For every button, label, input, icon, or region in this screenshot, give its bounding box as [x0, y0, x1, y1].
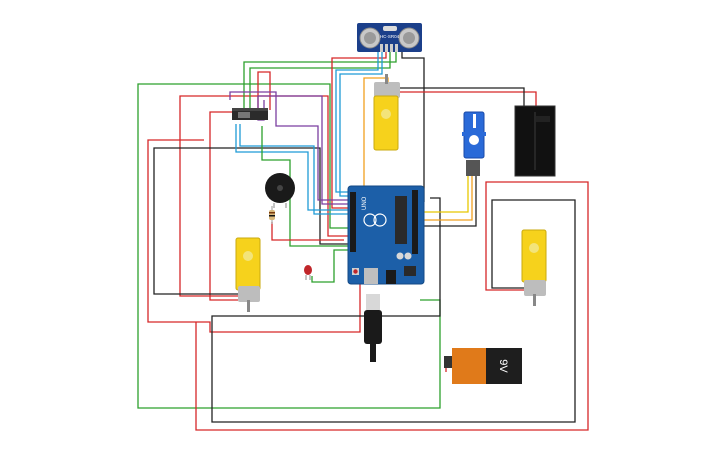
wire-black-servo[interactable]	[420, 176, 477, 227]
servo-horn[interactable]	[469, 135, 479, 145]
wire-green-top[interactable]	[243, 52, 397, 108]
motor-right-gearbox	[524, 280, 546, 296]
battery-9v-label: 9V	[497, 359, 509, 373]
motor-top-body	[373, 95, 399, 151]
wire-red-pack[interactable]	[398, 91, 537, 106]
wire-black-bottom[interactable]	[211, 197, 576, 423]
wire-purple-1[interactable]	[229, 91, 350, 201]
board-power-jack[interactable]	[386, 270, 396, 284]
switch-slider[interactable]	[238, 112, 250, 118]
wire-red-left[interactable]	[179, 95, 352, 297]
dc-motor-left[interactable]	[235, 237, 261, 312]
battery-9v-body	[486, 348, 522, 384]
ultrasonic-sensor[interactable]: HC-SR04	[357, 23, 422, 52]
dc-motor-right[interactable]	[521, 229, 547, 306]
wire-blue-3[interactable]	[335, 52, 379, 193]
board-usb-port[interactable]	[364, 268, 378, 284]
wire-black-left[interactable]	[153, 147, 350, 295]
arduino-uno-board[interactable]: UNO	[347, 185, 425, 285]
board-header-right	[412, 190, 418, 254]
motor-right-body	[521, 229, 547, 283]
wire-blue-4[interactable]	[339, 52, 383, 197]
board-mcu-chip	[395, 196, 407, 244]
resistor[interactable]	[269, 206, 275, 224]
wire-green-mid[interactable]	[261, 126, 350, 247]
wire-orange-servo[interactable]	[420, 176, 473, 221]
wire-red-top[interactable]	[257, 71, 271, 110]
board-header-left	[350, 192, 356, 252]
motor-left-body	[235, 237, 261, 291]
wire-black-pack[interactable]	[398, 87, 525, 106]
wire-red-left-2[interactable]	[209, 111, 238, 301]
board-label: UNO	[362, 196, 368, 210]
board-reset-button[interactable]	[353, 269, 358, 274]
led-bulb	[304, 265, 312, 275]
slide-switch[interactable]	[232, 108, 268, 120]
battery-9v-cap	[452, 348, 486, 384]
motor-top-gearbox	[374, 82, 400, 98]
barrel-jack-plug[interactable]	[364, 294, 382, 362]
wire-black-top[interactable]	[401, 52, 425, 202]
plug-body	[364, 310, 382, 344]
battery-pack[interactable]	[514, 105, 556, 177]
sensor-crystal	[383, 26, 397, 31]
wire-red-bottom[interactable]	[147, 139, 361, 333]
piezo-buzzer[interactable]	[265, 173, 295, 208]
sensor-label: HC-SR04	[380, 34, 400, 39]
micro-servo[interactable]	[462, 111, 486, 176]
wire-red-resistor[interactable]	[271, 222, 344, 241]
motor-left-gearbox	[238, 286, 260, 302]
wire-blue-2[interactable]	[239, 124, 350, 215]
wire-blue-1[interactable]	[235, 124, 350, 211]
battery-9v[interactable]: 9V	[444, 348, 522, 384]
red-led[interactable]	[304, 265, 312, 280]
wire-red-top-right[interactable]	[331, 52, 387, 209]
wire-green-top-2[interactable]	[249, 52, 391, 108]
wire-red-bottom-outer[interactable]	[195, 181, 589, 431]
dc-motor-top[interactable]	[373, 74, 400, 151]
wire-green-led[interactable]	[311, 249, 350, 283]
